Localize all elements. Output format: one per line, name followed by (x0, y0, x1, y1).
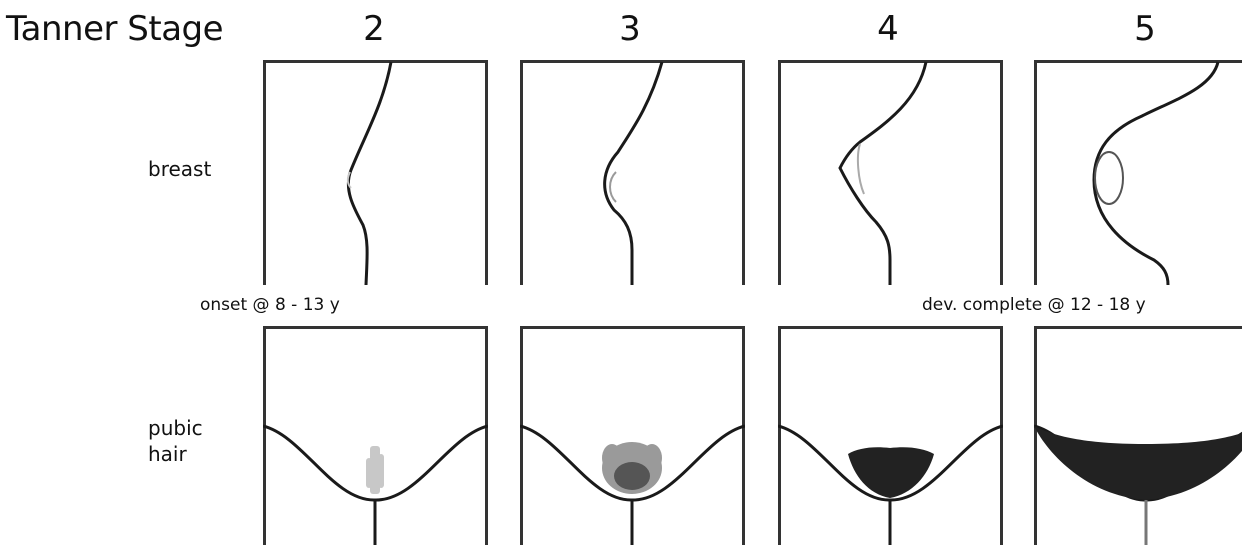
stage-5-label: 5 (1125, 12, 1165, 46)
breast-stage-5-drawing (1034, 60, 1242, 285)
diagram-title: Tanner Stage (6, 12, 223, 46)
pubic-stage-2-panel (263, 326, 488, 545)
pubic-stage-5-panel (1034, 326, 1242, 545)
pubic-stage-4-drawing (778, 326, 1003, 545)
row-label-pubic-line1: pubic (148, 415, 203, 441)
breast-stage-5-panel (1034, 60, 1242, 285)
stage-4-label: 4 (868, 12, 908, 46)
pubic-stage-3-drawing (520, 326, 745, 545)
pubic-stage-3-panel (520, 326, 745, 545)
breast-stage-3-panel (520, 60, 745, 285)
stage-3-label: 3 (610, 12, 650, 46)
complete-note: dev. complete @ 12 - 18 y (922, 297, 1146, 314)
breast-stage-3-drawing (520, 60, 745, 285)
breast-stage-4-drawing (778, 60, 1003, 285)
row-label-pubic: pubic hair (148, 415, 203, 467)
pubic-stage-5-drawing (1034, 326, 1242, 545)
breast-stage-4-panel (778, 60, 1003, 285)
onset-note: onset @ 8 - 13 y (200, 297, 340, 314)
pubic-stage-4-panel (778, 326, 1003, 545)
row-label-breast: breast (148, 156, 211, 182)
pubic-stage-2-drawing (263, 326, 488, 545)
stage-2-label: 2 (354, 12, 394, 46)
breast-stage-2-panel (263, 60, 488, 285)
row-label-pubic-line2: hair (148, 441, 203, 467)
breast-stage-2-drawing (263, 60, 488, 285)
